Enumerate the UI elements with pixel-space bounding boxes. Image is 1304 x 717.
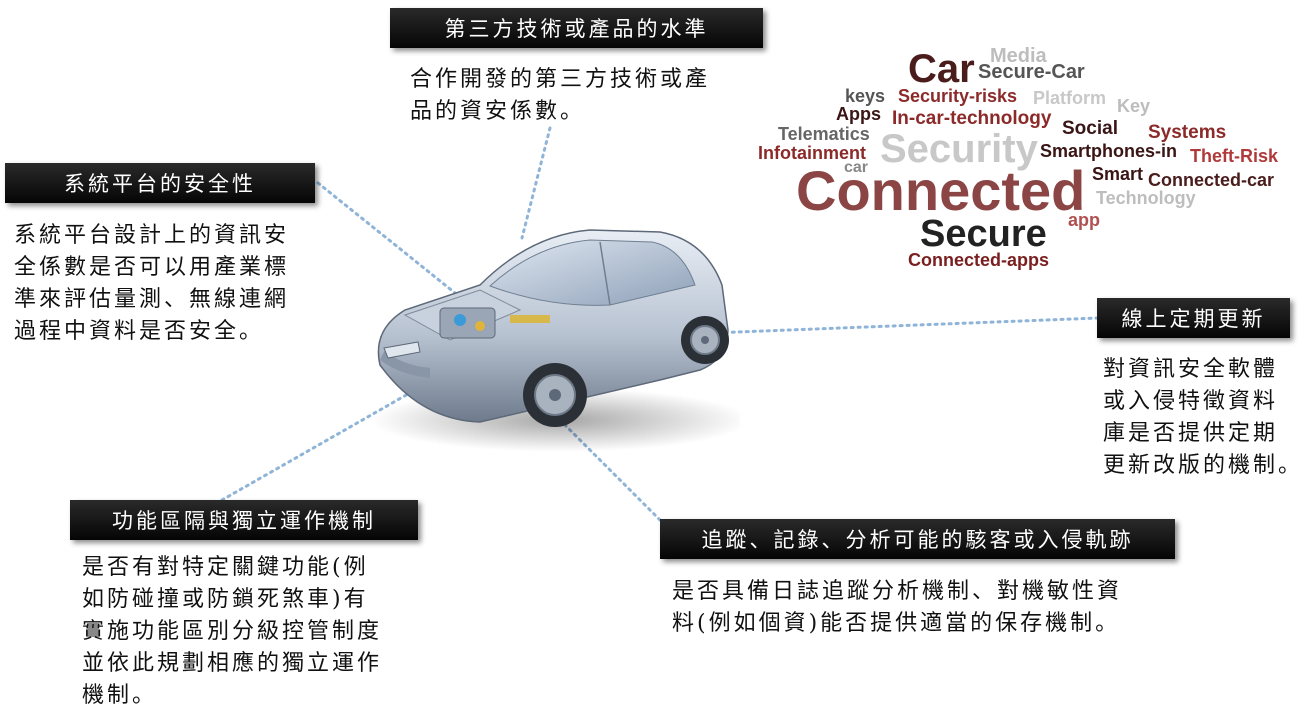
word-cloud-word: Smartphones-in xyxy=(1040,141,1177,161)
update-description: 對資訊安全軟體 或入侵特徵資料 庫是否提供定期 更新改版的機制。 xyxy=(1103,354,1303,482)
word-cloud-word: Platform xyxy=(1033,88,1106,108)
word-cloud-word: app xyxy=(1068,210,1100,230)
platform-line-2: 全係數是否可以用產業標 xyxy=(14,255,290,280)
word-cloud-word: Security xyxy=(880,127,1039,171)
isolation-description: 是否有對特定關鍵功能(例 如防碰撞或防鎖死煞車)有 實施功能區別分級控管制度 並… xyxy=(82,552,382,712)
isolation-line-4: 並依此規劃相應的獨立運作 xyxy=(82,651,383,676)
car-illustration xyxy=(370,229,740,452)
platform-line-1: 系統平台設計上的資訊安 xyxy=(14,223,290,248)
platform-line-4: 過程中資料是否安全。 xyxy=(14,319,265,344)
update-line-3: 庫是否提供定期 xyxy=(1103,421,1279,446)
third-party-line-2: 品的資安係數。 xyxy=(410,99,586,124)
connector-isolation xyxy=(220,388,417,502)
word-cloud-word: Connected-car xyxy=(1148,170,1274,190)
word-cloud-word: In-car-technology xyxy=(892,108,1052,129)
isolation-line-3: 實施功能區別分級控管制度 xyxy=(82,619,383,644)
platform-description: 系統平台設計上的資訊安 全係數是否可以用產業標 準來評估量測、無線連網 過程中資… xyxy=(14,220,289,348)
tracking-title: 追蹤、記錄、分析可能的駭客或入侵軌跡 xyxy=(660,519,1175,559)
word-cloud-word: Social xyxy=(1062,118,1118,139)
word-cloud-word: keys xyxy=(845,86,885,106)
tracking-line-1: 是否具備日誌追蹤分析機制、對機敏性資 xyxy=(672,579,1123,604)
isolation-line-5: 機制。 xyxy=(82,683,158,708)
word-cloud-word: Connected xyxy=(796,159,1085,222)
word-cloud-word: Smart xyxy=(1092,164,1143,184)
word-cloud-word: Telematics xyxy=(778,124,870,144)
third-party-line-1: 合作開發的第三方技術或產 xyxy=(410,67,711,92)
word-cloud-word: Media xyxy=(990,45,1048,67)
word-cloud-word: Connected-apps xyxy=(908,250,1049,270)
connector-platform xyxy=(316,181,472,307)
word-cloud-word: Theft-Risk xyxy=(1190,146,1279,166)
connector-third-party xyxy=(520,126,552,240)
word-cloud-word: Systems xyxy=(1148,122,1226,143)
word-cloud-word: Car xyxy=(908,47,975,91)
word-cloud-word: Security-risks xyxy=(898,86,1017,106)
isolation-title: 功能區隔與獨立運作機制 xyxy=(70,500,418,540)
update-line-2: 或入侵特徵資料 xyxy=(1103,389,1279,414)
word-cloud-word: Secure xyxy=(920,213,1047,255)
word-cloud-word: Key xyxy=(1117,96,1150,116)
isolation-line-2: 如防碰撞或防鎖死煞車)有 xyxy=(82,587,369,612)
update-line-1: 對資訊安全軟體 xyxy=(1103,357,1279,382)
update-line-4: 更新改版的機制。 xyxy=(1103,453,1304,478)
tracking-description: 是否具備日誌追蹤分析機制、對機敏性資 料(例如個資)能否提供適當的保存機制。 xyxy=(672,576,1122,640)
word-cloud-word: Infotainment xyxy=(758,143,866,163)
word-cloud-word: Technology xyxy=(1096,188,1196,208)
platform-title: 系統平台的安全性 xyxy=(5,163,315,203)
update-title: 線上定期更新 xyxy=(1097,298,1290,338)
third-party-title: 第三方技術或產品的水準 xyxy=(390,8,763,48)
third-party-description: 合作開發的第三方技術或產 品的資安係數。 xyxy=(410,64,710,128)
tracking-line-2: 料(例如個資)能否提供適當的保存機制。 xyxy=(672,611,1121,636)
connector-update xyxy=(658,316,1100,337)
platform-line-3: 準來評估量測、無線連網 xyxy=(14,287,290,312)
isolation-line-1: 是否有對特定關鍵功能(例 xyxy=(82,555,369,580)
word-cloud-word: Secure-Car xyxy=(978,61,1085,83)
word-cloud-word: Apps xyxy=(836,104,881,124)
word-cloud-word: car xyxy=(844,159,868,176)
